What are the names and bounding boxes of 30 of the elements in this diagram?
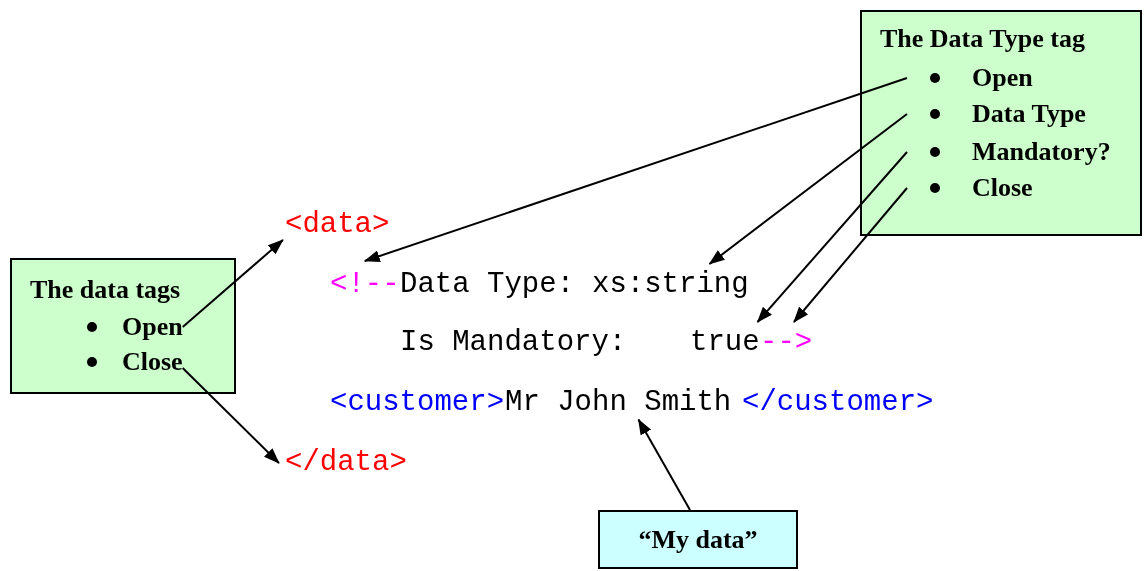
arrow	[181, 367, 280, 464]
code-text: </customer>	[742, 388, 934, 418]
code-token: </data>	[285, 448, 407, 478]
callout-box	[860, 10, 1142, 236]
callout-heading: The Data Type tag	[880, 24, 1085, 54]
list-item-text: Open	[972, 63, 1033, 92]
arrow	[181, 239, 284, 328]
callout-box	[598, 510, 798, 569]
arrow	[637, 418, 691, 511]
code-text: Is Mandatory:	[400, 328, 627, 358]
list-item-text: Data Type	[972, 99, 1086, 128]
arrow	[708, 113, 908, 265]
list-item-text: Open	[122, 312, 183, 341]
code-token: <!--	[330, 270, 400, 300]
callout-box	[10, 258, 236, 394]
list-item-text: Close	[122, 347, 183, 376]
code-token: -->	[760, 328, 813, 358]
arrow	[792, 187, 908, 323]
arrow	[363, 77, 908, 262]
callout-heading: The data tags	[30, 275, 181, 305]
list-item-text: Mandatory?	[972, 137, 1111, 166]
code-text: Data Type:	[400, 270, 575, 300]
code-token: xs:string	[592, 270, 749, 300]
code-token: Mr John Smith	[505, 388, 732, 418]
code-text: <customer>	[330, 388, 505, 418]
callout-heading: “My data”	[637, 525, 759, 555]
arrow	[756, 151, 908, 323]
code-token: <data>	[285, 210, 390, 240]
list-item-text: Close	[972, 173, 1033, 202]
code-token: true	[690, 328, 760, 358]
